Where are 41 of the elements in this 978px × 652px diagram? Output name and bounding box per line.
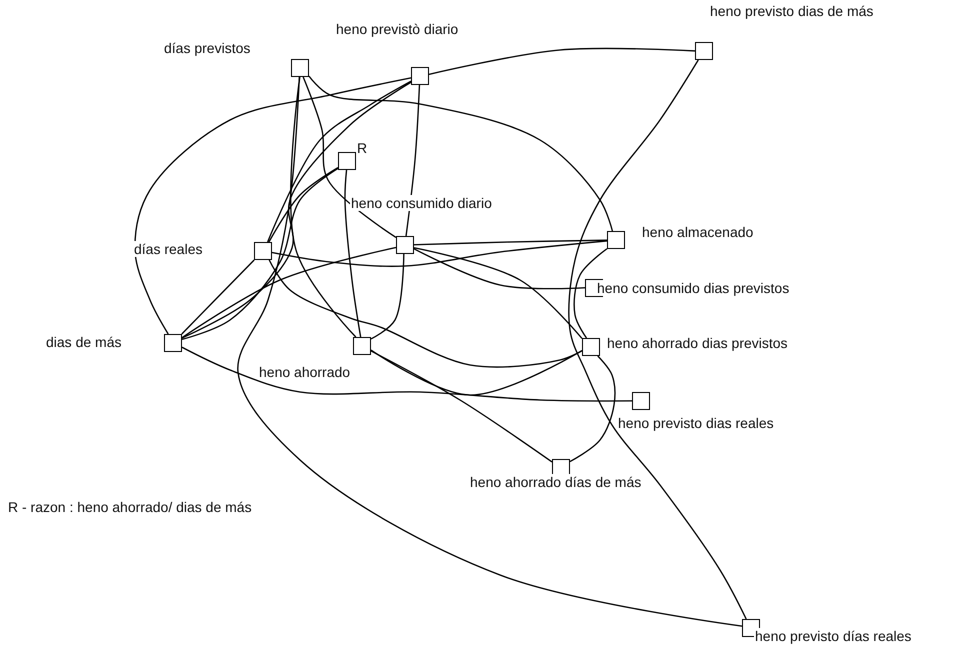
connector-line [308, 76, 614, 232]
connector-line [302, 76, 396, 238]
node-label: heno almacenado [641, 224, 754, 240]
connector-line [568, 60, 747, 620]
connector-line [182, 82, 412, 339]
connector-line [414, 248, 586, 290]
connector-line [237, 76, 742, 627]
connector-line [181, 260, 255, 334]
connector-line [272, 240, 608, 267]
connector-line [268, 166, 338, 242]
node-label: heno ahorrado dias previstos [606, 335, 789, 351]
connector-line [370, 254, 404, 340]
node-label: heno previsto dias reales [617, 415, 775, 431]
node-label: heno consumido dias previstos [596, 280, 790, 296]
connector-line [574, 248, 608, 338]
connector-line [290, 76, 356, 338]
node-label: heno consumido diario [350, 195, 493, 211]
node-label: heno previsto días reales [754, 628, 912, 644]
node-label: heno ahorrado días de más [469, 474, 642, 490]
connector-line [405, 84, 420, 236]
connector-line [134, 77, 412, 334]
connector-line [414, 247, 582, 339]
note-text: R - razon : heno ahorrado/ dias de más [8, 499, 252, 515]
node-label: días previstos [163, 40, 252, 56]
connector-line [370, 350, 552, 462]
connector-line [428, 48, 696, 75]
connector-line [182, 346, 632, 402]
connector-line [182, 168, 338, 340]
node-label: heno ahorrado [258, 364, 352, 380]
connector-line [370, 350, 582, 396]
node-label: heno previstò diario [335, 21, 460, 37]
connector-line [344, 170, 362, 338]
node-label: días reales [133, 241, 204, 257]
connector-line [182, 246, 396, 338]
connector-line [414, 240, 608, 246]
node-label: dias de más [45, 334, 122, 350]
connector-line [267, 80, 412, 242]
node-label: R [356, 140, 368, 156]
connector-line [570, 356, 616, 462]
connector-line [268, 260, 582, 368]
node-label: heno previsto dias de más [709, 3, 874, 19]
